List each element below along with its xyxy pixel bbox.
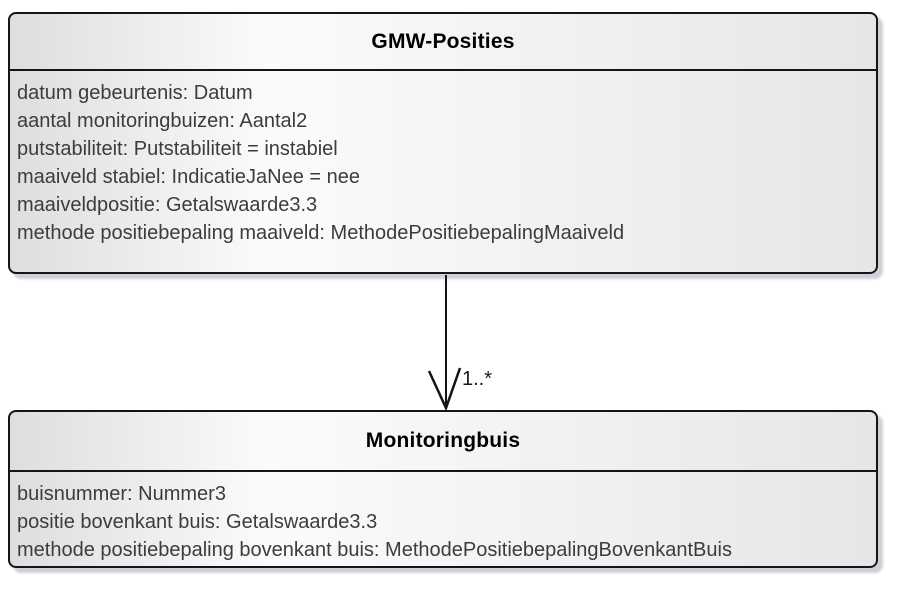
class-title-gmw-posities: GMW-Posities: [10, 14, 876, 71]
class-title-monitoringbuis: Monitoringbuis: [10, 412, 876, 472]
attribute-line: buisnummer: Nummer3: [17, 483, 226, 505]
attribute-line: positie bovenkant buis: Getalswaarde3.3: [17, 511, 378, 533]
attributes-compartment-gmw: datum gebeurtenis: Datum aantal monitori…: [10, 71, 876, 247]
class-box-gmw-posities: GMW-Posities datum gebeurtenis: Datum aa…: [8, 12, 878, 274]
attribute-line: aantal monitoringbuizen: Aantal2: [17, 110, 308, 132]
attribute-line: maaiveld stabiel: IndicatieJaNee = nee: [17, 166, 360, 188]
attribute-line: putstabiliteit: Putstabiliteit = instabi…: [17, 138, 338, 160]
attributes-compartment-monitoringbuis: buisnummer: Nummer3 positie bovenkant bu…: [10, 472, 876, 564]
attribute-line: datum gebeurtenis: Datum: [17, 82, 253, 104]
attribute-line: maaiveldpositie: Getalswaarde3.3: [17, 194, 318, 216]
multiplicity-label: 1..*: [462, 368, 493, 390]
class-box-monitoringbuis: Monitoringbuis buisnummer: Nummer3 posit…: [8, 410, 878, 568]
open-arrowhead-icon: [427, 367, 462, 412]
attribute-line: methode positiebepaling bovenkant buis: …: [17, 539, 732, 561]
attribute-line: methode positiebepaling maaiveld: Method…: [17, 222, 625, 244]
